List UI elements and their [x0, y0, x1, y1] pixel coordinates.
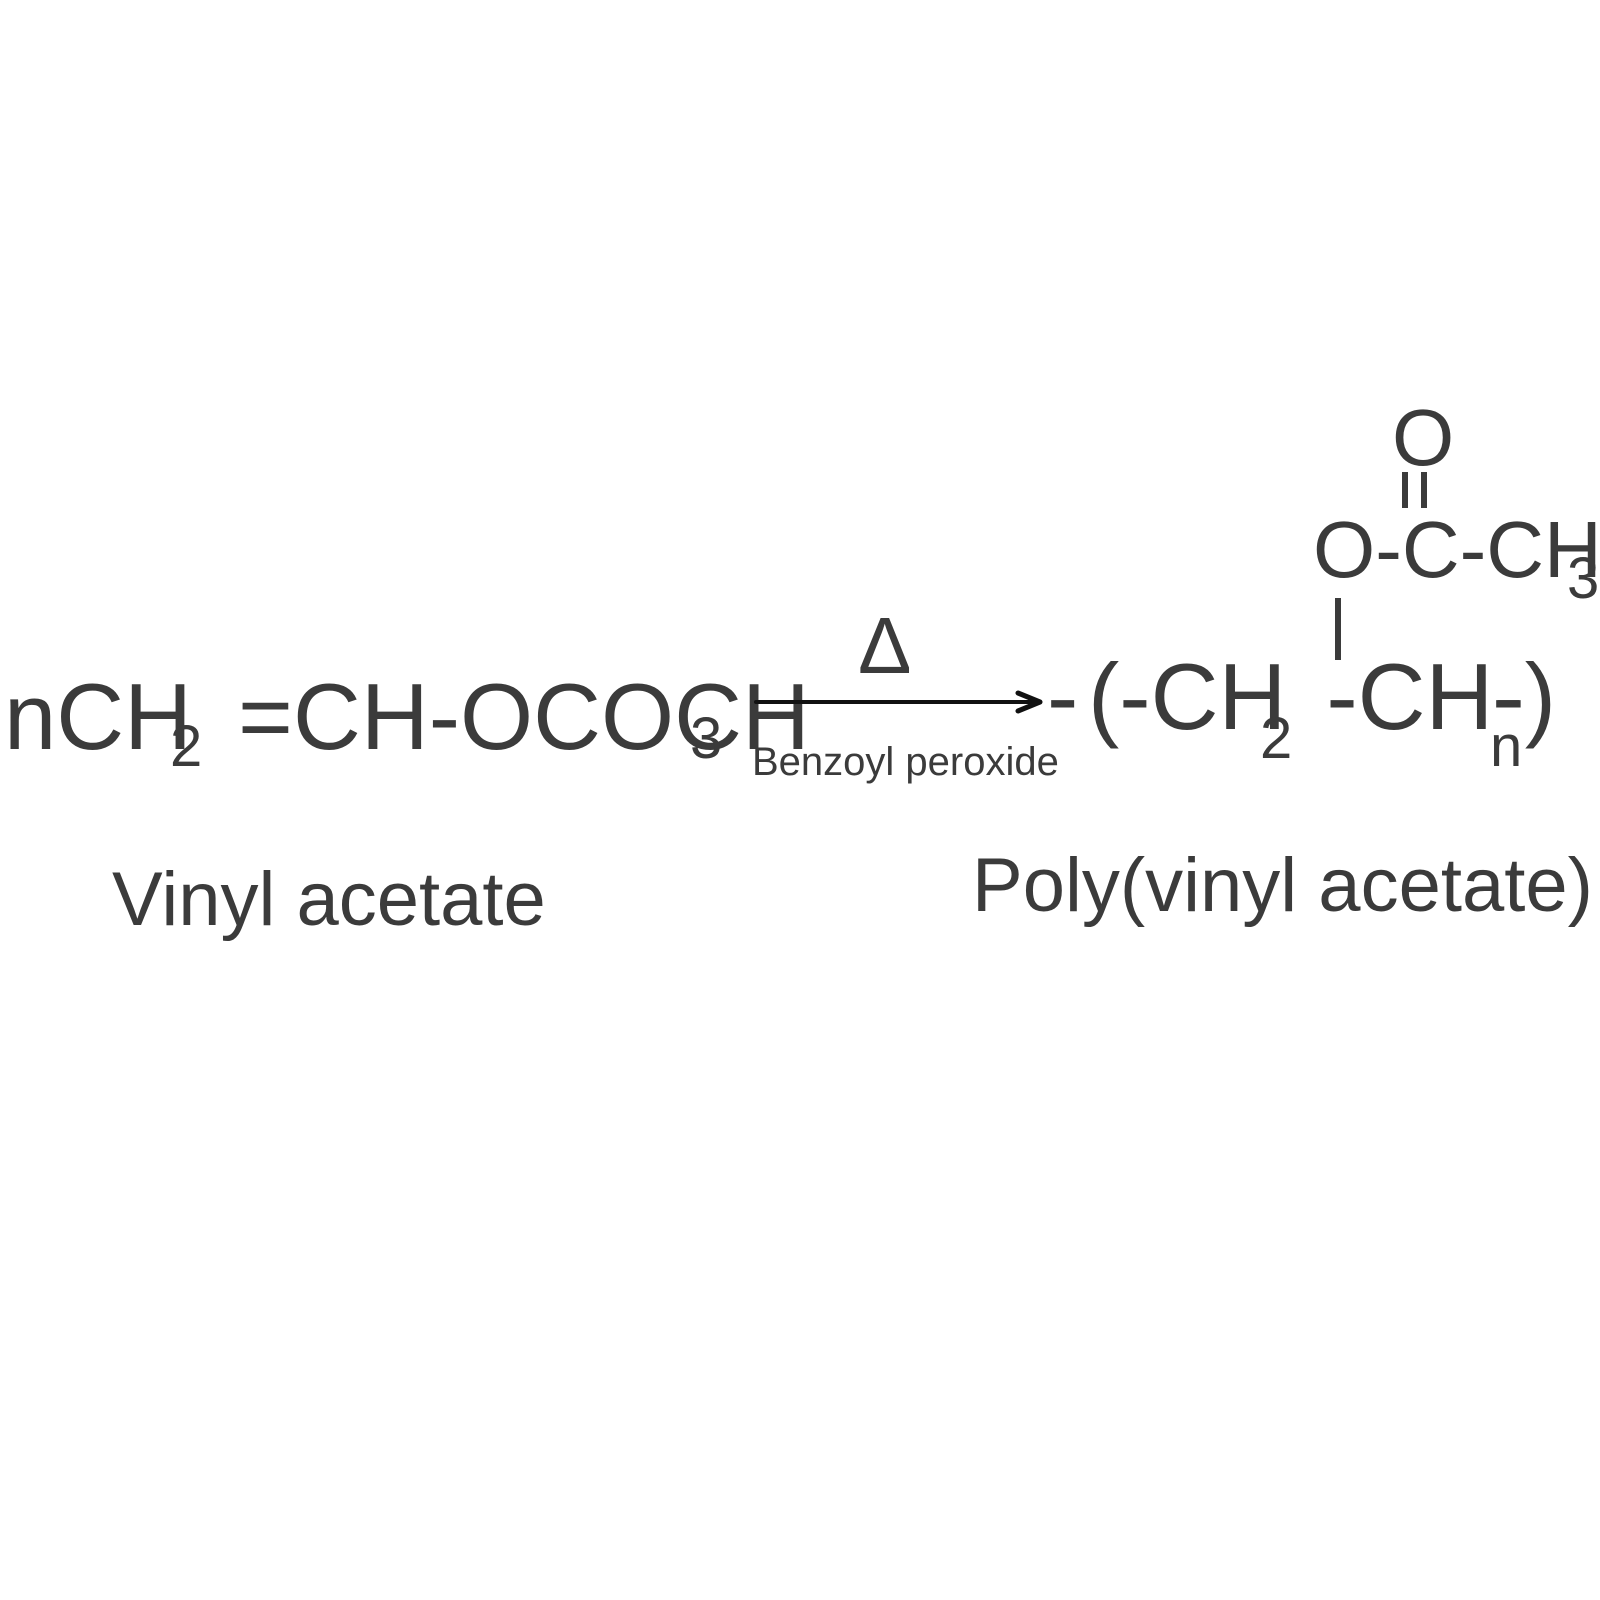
product-lead-dash: - [1047, 644, 1079, 749]
reactant-subscript-3: 3 [690, 706, 723, 771]
product-main-part2: -CH-) [1326, 644, 1557, 749]
product-main-part1: (-CH [1088, 644, 1287, 749]
product-subscript-n: n [1490, 714, 1523, 779]
reactant-subscript-2: 2 [170, 714, 203, 779]
reactant-name: Vinyl acetate [112, 857, 546, 942]
product-name: Poly(vinyl acetate) [972, 843, 1593, 928]
product-formula: (-CH-CH-) [1088, 650, 1556, 744]
heat-symbol: Δ [858, 601, 912, 690]
carbonyl-oxygen: O [1392, 393, 1455, 482]
side-chain-subscript-3: 3 [1567, 546, 1600, 611]
side-chain-formula: O-C-CH [1313, 505, 1600, 594]
product-subscript-2: 2 [1260, 706, 1293, 771]
reactant-prefix: nCH [4, 664, 193, 769]
reactant-middle: =CH-OCOCH [238, 664, 810, 769]
reactant-formula: nCH=CH-OCOCH [4, 670, 810, 764]
catalyst-label: Benzoyl peroxide [752, 740, 1059, 784]
reaction-arrow-icon [754, 690, 1043, 714]
product-trail-dash: - [1492, 644, 1524, 749]
